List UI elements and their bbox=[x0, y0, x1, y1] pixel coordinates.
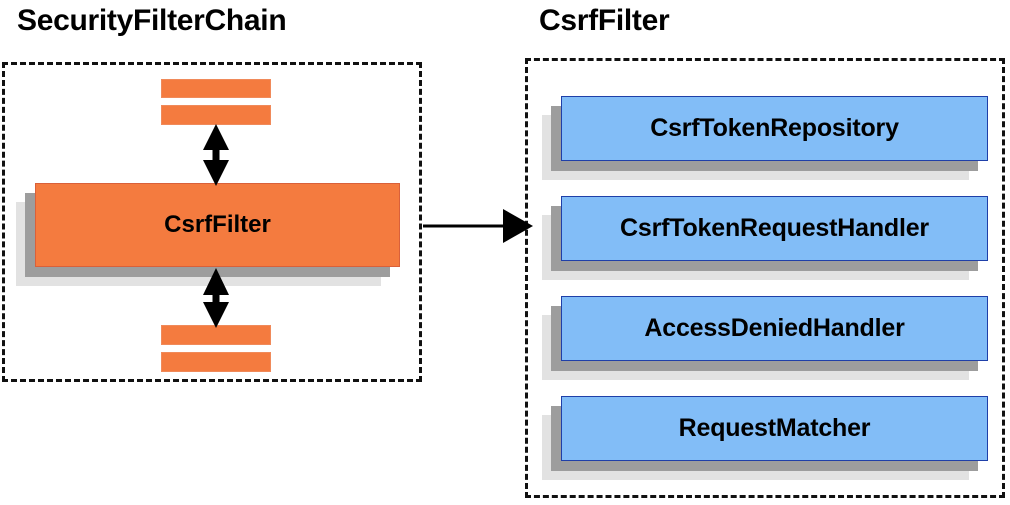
collaborator-card-csrftokenrequesthandler[interactable]: CsrfTokenRequestHandler bbox=[542, 196, 988, 280]
collaborator-card-csrftokenrepository[interactable]: CsrfTokenRepository bbox=[542, 96, 988, 180]
security-filter-chain-container bbox=[2, 62, 422, 382]
collaborator-card-accessdeniedhandler[interactable]: AccessDeniedHandler bbox=[542, 296, 988, 380]
csrf-filter-details-container bbox=[525, 58, 1005, 498]
filter-bar-above-2 bbox=[161, 105, 271, 125]
filter-bar-below-2 bbox=[161, 352, 271, 372]
csrffilter-expansion-arrow-icon bbox=[423, 209, 533, 243]
collaborator-label: CsrfTokenRequestHandler bbox=[561, 196, 988, 261]
collaborator-label: AccessDeniedHandler bbox=[561, 296, 988, 361]
csrf-filter-label: CsrfFilter bbox=[35, 183, 400, 267]
collaborator-card-requestmatcher[interactable]: RequestMatcher bbox=[542, 396, 988, 480]
collaborator-label: CsrfTokenRepository bbox=[561, 96, 988, 161]
collaborator-label: RequestMatcher bbox=[561, 396, 988, 461]
csrf-filter-card[interactable]: CsrfFilter bbox=[16, 183, 400, 286]
filter-bar-above-1 bbox=[161, 79, 271, 98]
filter-bar-below-1 bbox=[161, 325, 271, 345]
page-title-csrf-filter: CsrfFilter bbox=[539, 4, 670, 37]
page-title-security-filter-chain: SecurityFilterChain bbox=[17, 4, 287, 37]
